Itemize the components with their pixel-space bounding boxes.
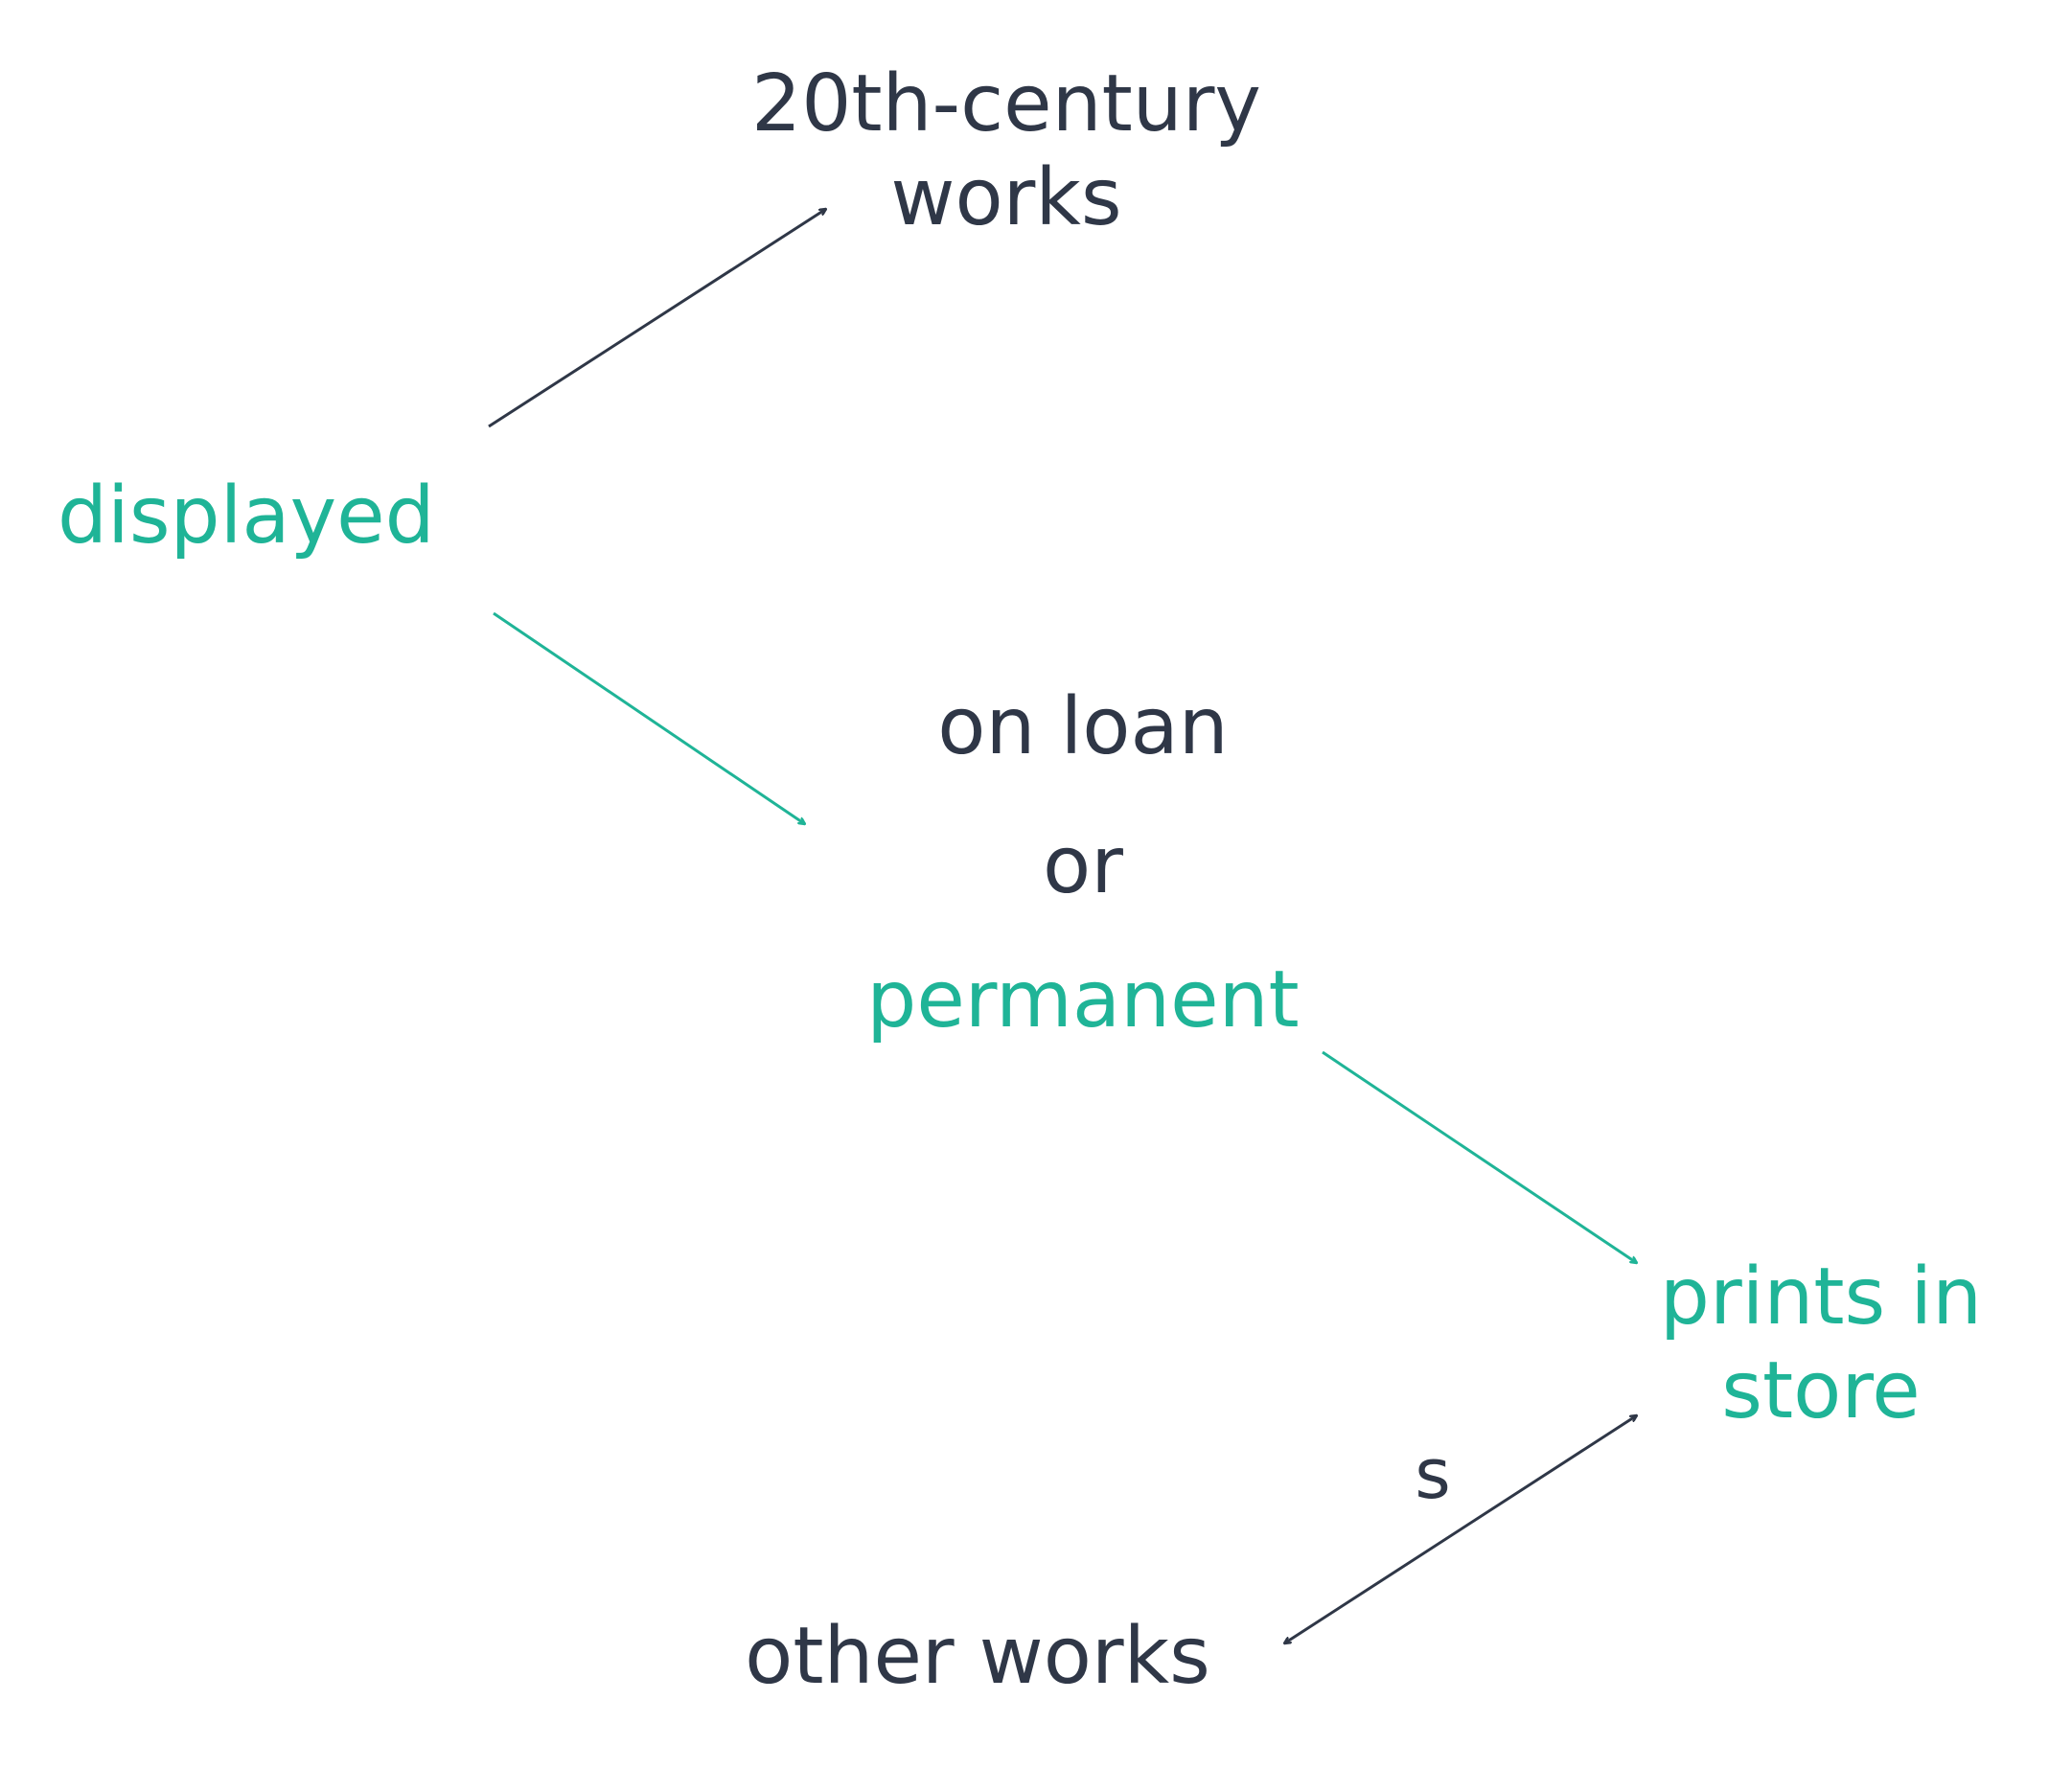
node-displayed: displayed bbox=[58, 471, 435, 562]
edge-displayed-to-on-loan-permanent bbox=[493, 611, 805, 826]
edge-label-s: s bbox=[1415, 1434, 1451, 1514]
edge-displayed-to-20th-century bbox=[488, 207, 826, 428]
node-on-loan: on loan bbox=[937, 681, 1229, 772]
node-prints-in-store-line1: prints in bbox=[1659, 1252, 1983, 1343]
edge-other-works-prints-bidirectional bbox=[1284, 1413, 1637, 1645]
node-or: or bbox=[1043, 820, 1123, 911]
edge-permanent-to-prints bbox=[1322, 1050, 1637, 1265]
node-20th-century-works: 20th-century works bbox=[748, 57, 1265, 246]
node-permanent: permanent bbox=[866, 954, 1300, 1045]
node-prints-in-store: prints in store bbox=[1629, 1251, 2013, 1439]
node-prints-in-store-line2: store bbox=[1721, 1345, 1921, 1437]
node-20th-century-works-line1: 20th-century bbox=[751, 58, 1261, 149]
node-other-works: other works bbox=[745, 1611, 1210, 1702]
node-20th-century-works-line2: works bbox=[890, 152, 1122, 244]
